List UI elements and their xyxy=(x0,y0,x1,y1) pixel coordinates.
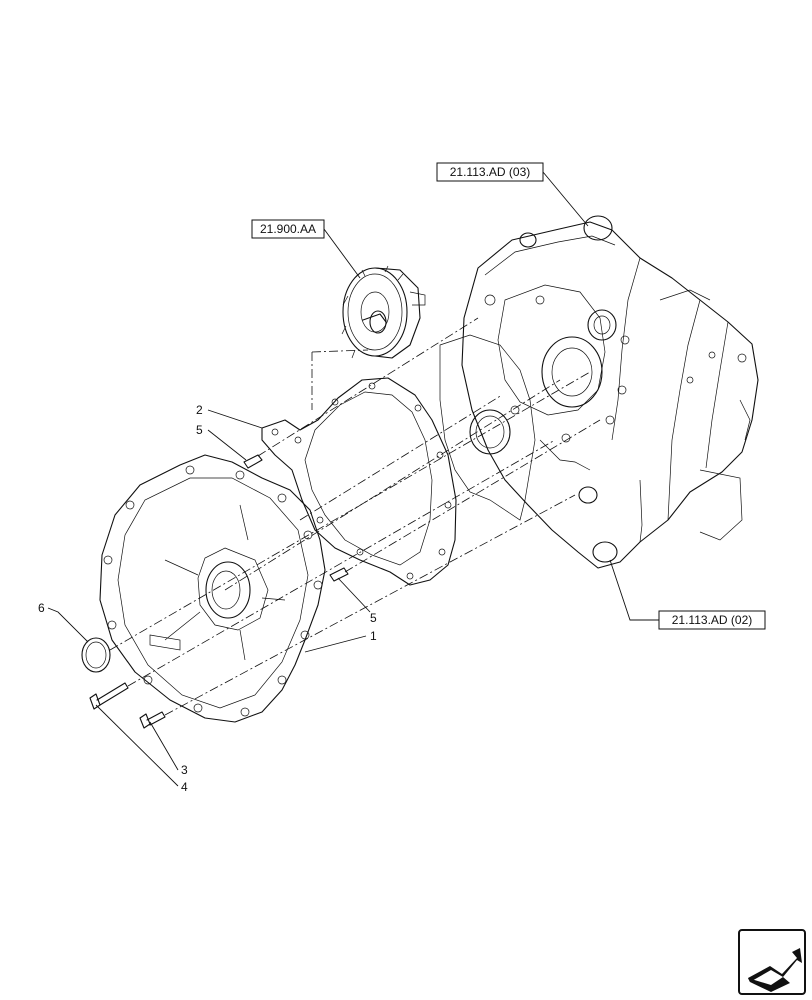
seal-ring-part-6 xyxy=(81,637,111,673)
callout-3: 3 xyxy=(149,721,188,777)
callout-number: 5 xyxy=(196,423,203,437)
gasket-part-2 xyxy=(261,377,457,586)
assembly-lines xyxy=(109,317,601,716)
callout-4: 4 xyxy=(95,704,188,794)
reference-21-113-ad-03-leader xyxy=(542,171,589,227)
arrow-box-icon[interactable] xyxy=(738,929,806,995)
callout-6: 6 xyxy=(38,601,89,643)
reference-21-113-ad-02-leader xyxy=(609,559,659,621)
dowel-pin-upper xyxy=(243,454,263,469)
callout-number: 4 xyxy=(181,780,188,794)
reference-label: 21.900.AA xyxy=(260,222,316,236)
callout-number: 5 xyxy=(370,611,377,625)
reference-label: 21.113.AD (02) xyxy=(672,613,753,627)
callout-5-bottom: 5 xyxy=(337,577,377,625)
idler-gear xyxy=(341,265,426,359)
reference-21-900-aa[interactable]: 21.900.AA xyxy=(251,219,325,239)
bolt-part-4 xyxy=(89,682,129,710)
callout-number: 2 xyxy=(196,403,203,417)
transmission-housing xyxy=(461,215,759,569)
dowel-pin-lower xyxy=(329,567,349,582)
callout-number: 1 xyxy=(370,629,377,643)
housing-gasket xyxy=(439,334,536,521)
reference-label: 21.113.AD (03) xyxy=(450,165,531,179)
reference-21-900-aa-leader xyxy=(323,228,361,279)
bell-housing-part-1 xyxy=(99,454,326,723)
callout-1: 1 xyxy=(304,629,377,653)
callout-number: 6 xyxy=(38,601,45,615)
reference-21-113-ad-03[interactable]: 21.113.AD (03) xyxy=(436,162,544,182)
callout-number: 3 xyxy=(181,763,188,777)
reference-21-113-ad-02[interactable]: 21.113.AD (02) xyxy=(658,610,766,630)
callout-5-top: 5 xyxy=(196,423,247,461)
callout-2: 2 xyxy=(196,403,263,429)
bolt-part-3 xyxy=(139,711,166,729)
